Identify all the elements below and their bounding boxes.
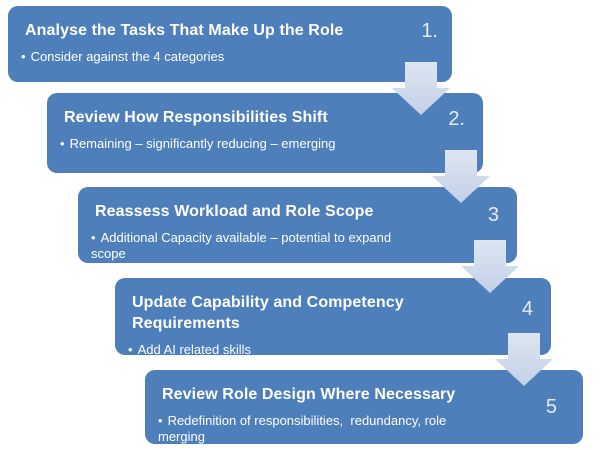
step-4-title: Update Capability and Competency Require… xyxy=(132,294,404,332)
step-3-bullet: •Additional Capacity available – potenti… xyxy=(78,222,517,262)
step-2-bullet-text: Remaining – significantly reducing – eme… xyxy=(69,136,336,151)
step-1-title: Analyse the Tasks That Make Up the Role xyxy=(25,22,344,39)
step-1-bullet: • Consider against the 4 categories xyxy=(8,41,452,65)
step-box-5: Review Role Design Where Necessary •Rede… xyxy=(145,370,583,444)
step-2-bullet: • Remaining – significantly reducing – em… xyxy=(47,128,483,152)
step-5-bullet-text: Redefinition of responsibilities, redund… xyxy=(158,413,450,444)
down-arrow-icon xyxy=(392,62,450,115)
down-arrow-icon xyxy=(432,150,490,203)
step-box-3: Reassess Workload and Role Scope •Additi… xyxy=(78,187,517,263)
step-3-title: Reassess Workload and Role Scope xyxy=(95,203,374,220)
down-arrow-icon xyxy=(461,240,519,293)
step-box-1: Analyse the Tasks That Make Up the Role … xyxy=(8,6,452,82)
step-box-2: Review How Responsibilities Shift • Remai… xyxy=(47,93,483,173)
bullet-dot-icon: • xyxy=(60,136,65,151)
step-4-bullet-text: Add AI related skills xyxy=(137,342,252,357)
step-1-number: 1. xyxy=(421,20,438,42)
bullet-dot-icon: • xyxy=(128,342,133,357)
step-4-number: 4 xyxy=(521,298,533,320)
step-5-number: 5 xyxy=(545,396,557,418)
bullet-dot-icon: • xyxy=(21,49,26,64)
step-2-number: 2. xyxy=(448,108,465,130)
step-5-bullet: •Redefinition of responsibilities, redun… xyxy=(145,405,583,445)
step-5-title: Review Role Design Where Necessary xyxy=(162,386,456,403)
bullet-dot-icon: • xyxy=(158,413,163,428)
step-2-title: Review How Responsibilities Shift xyxy=(64,109,328,126)
step-3-bullet-text: Additional Capacity available – potentia… xyxy=(91,230,395,261)
step-box-4: Update Capability and Competency Require… xyxy=(115,278,551,358)
bullet-dot-icon: • xyxy=(91,230,96,245)
step-4-bullet: • Add AI related skills xyxy=(115,334,551,358)
down-arrow-icon xyxy=(495,333,553,386)
step-1-bullet-text: Consider against the 4 categories xyxy=(30,49,225,64)
step-3-number: 3 xyxy=(487,204,499,226)
